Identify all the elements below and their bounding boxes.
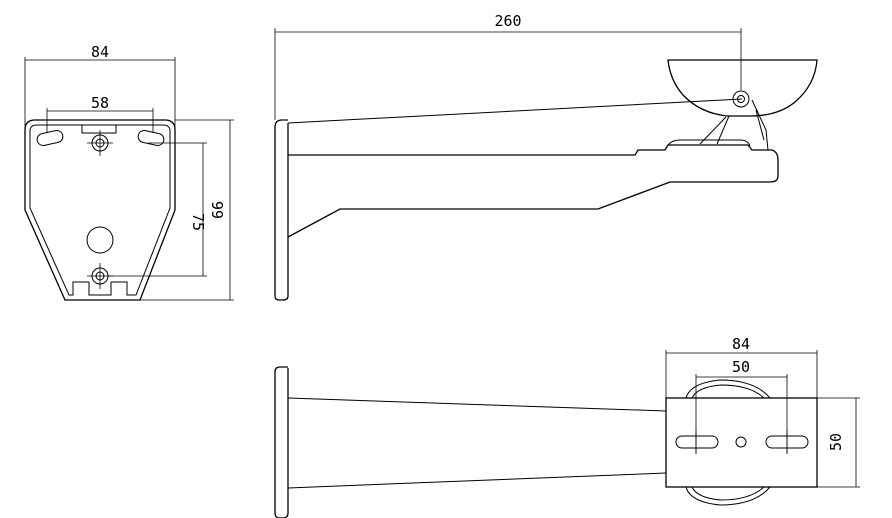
top-mount-ring-upper-inner [691,384,765,399]
plate-outline-outer [24,119,176,301]
side-arm-body [287,144,779,238]
plate-slot-right [137,130,165,146]
dim-label-arm-length: 260 [494,12,521,30]
side-pivot-knuckle [751,99,769,151]
top-mount-ring-lower [685,486,771,506]
dim-label-bracket-depth: 50 [827,433,845,451]
top-arm-edge-upper [287,397,667,412]
top-mount-ring-lower-inner [691,486,765,501]
top-mount-ring-upper [685,379,771,399]
top-center-hole [735,436,747,448]
plate-top-notch [81,125,117,134]
dim-label-plate-height: 99 [208,201,226,219]
wall-plate-front-view: 84 58 75 99 [24,43,234,301]
arm-side-view: 260 [274,12,818,301]
plate-slot-left [36,130,64,146]
dim-label-slot-spacing: 75 [189,213,207,231]
arm-top-view: 84 50 50 [274,335,860,518]
dim-label-plate-width: 84 [91,43,109,61]
side-mount-head [667,59,818,117]
top-wall-plate [274,366,289,518]
side-pivot-strut [716,115,730,145]
top-arm-edge-lower [287,472,667,489]
top-slot-left [675,435,719,449]
side-pivot-bolt [732,90,750,108]
dim-label-hole-spacing: 58 [91,94,109,112]
side-pivot-strut [699,116,727,145]
dim-label-bracket-slot-spacing: 50 [732,358,750,376]
plate-outline-inner [29,124,171,296]
side-pivot-base [667,139,751,147]
side-pivot-bolt-inner [737,95,745,103]
side-wall-plate [274,119,289,301]
side-arm-top-edge [287,98,743,124]
dim-label-bracket-width: 84 [732,335,750,353]
top-mount-plate [665,397,818,488]
plate-cable-hole [86,226,114,254]
